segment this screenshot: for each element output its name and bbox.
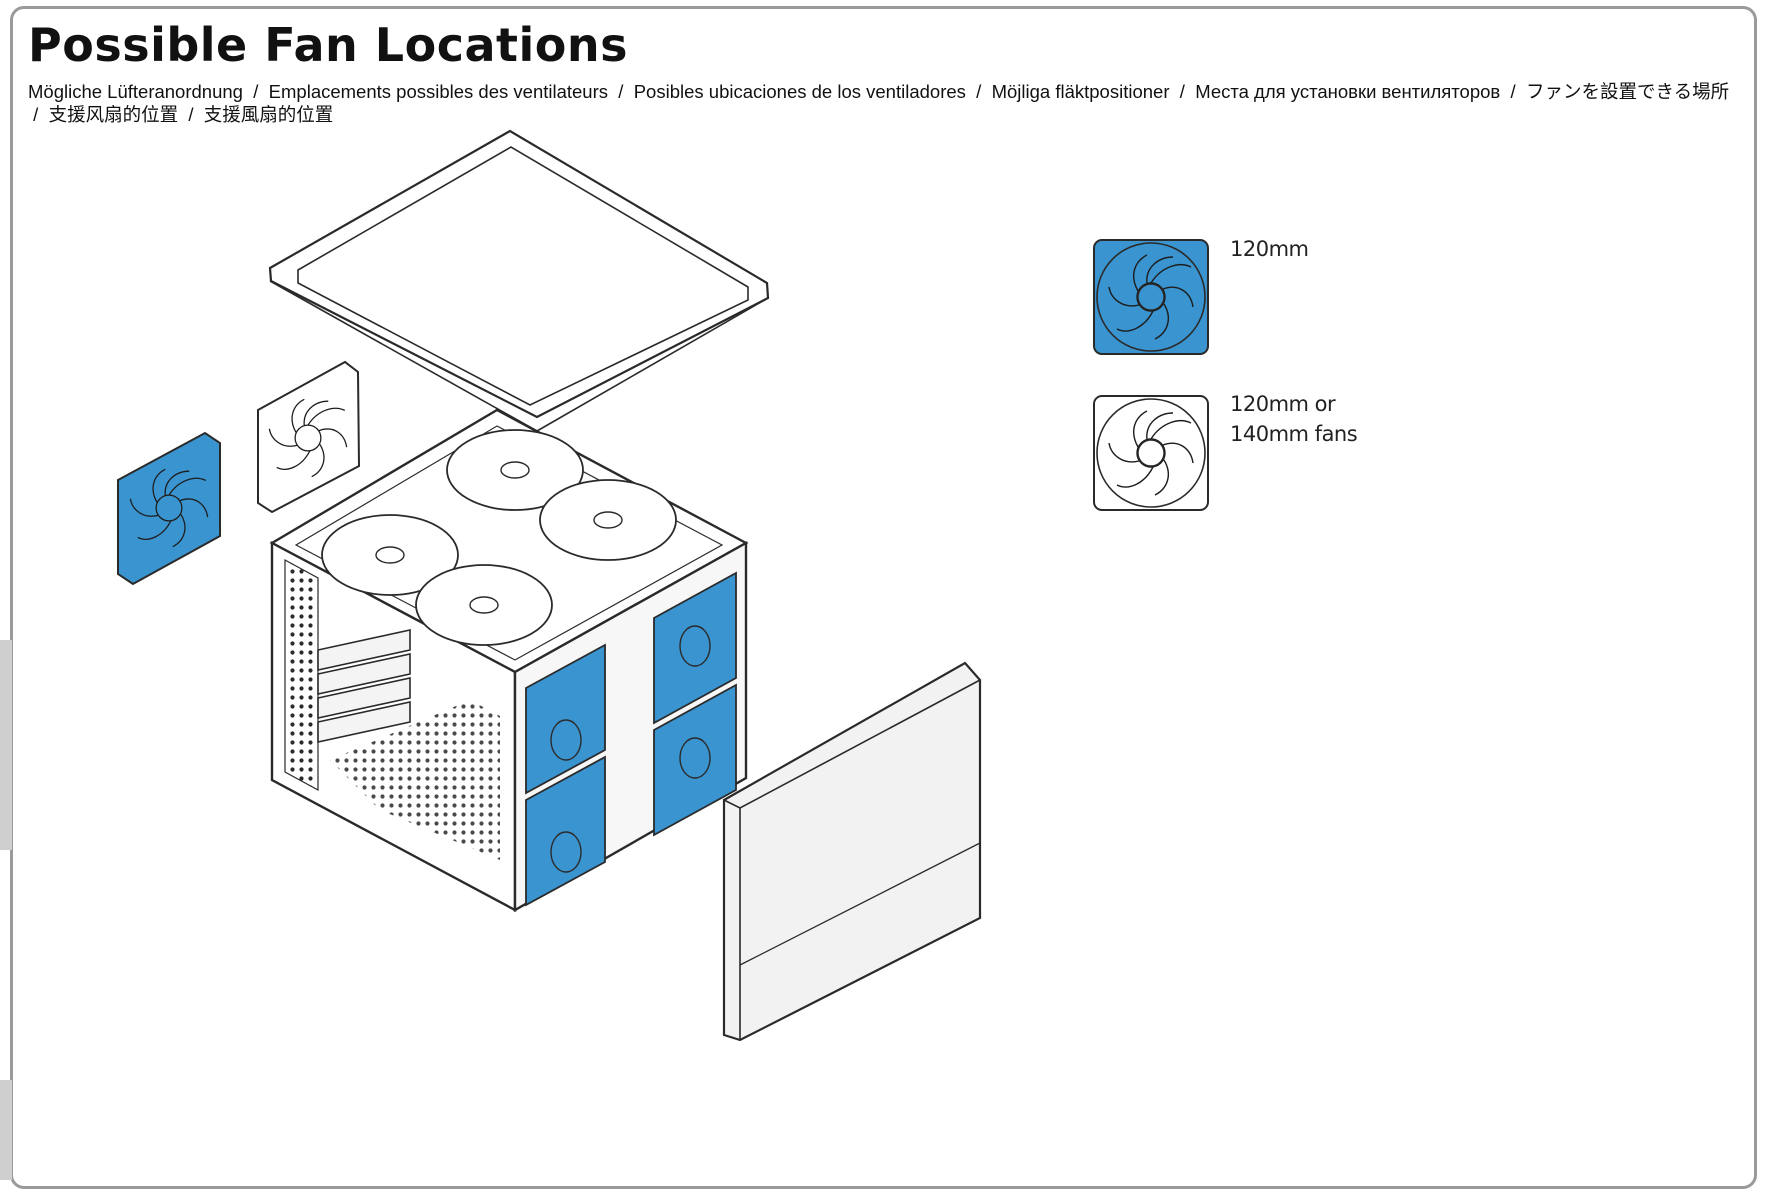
separator: /	[253, 81, 259, 102]
chassis	[269, 408, 749, 913]
front-panel	[722, 661, 982, 1042]
separator: /	[1510, 81, 1516, 102]
separator: /	[188, 104, 194, 125]
separator: /	[976, 81, 982, 102]
fan-120-140mm-icon	[1093, 395, 1209, 511]
exploded-fan-white	[257, 360, 361, 514]
subtitle-zh-cn: 支援风扇的位置	[48, 104, 179, 125]
legend-120-140-line1: 120mm or	[1230, 392, 1336, 416]
exploded-fan-blue	[117, 431, 221, 586]
separator: /	[618, 81, 624, 102]
separator: /	[1179, 81, 1185, 102]
front-blue-fans	[525, 571, 737, 907]
subtitle-fr: Emplacements possibles des ventilateurs	[268, 81, 609, 102]
legend-120-140-line2: 140mm fans	[1230, 422, 1358, 446]
subtitle-ja: ファンを設置できる場所	[1525, 81, 1730, 102]
page-title: Possible Fan Locations	[28, 18, 628, 72]
legend-120mm-label: 120mm	[1230, 237, 1309, 261]
side-tab	[0, 1080, 12, 1180]
subtitle-translations: Mögliche Lüfteranordnung / Emplacements …	[28, 80, 1738, 126]
subtitle-ru: Места для установки вентиляторов	[1195, 81, 1501, 102]
subtitle-sv: Möjliga fläktpositioner	[991, 81, 1170, 102]
top-fans	[321, 429, 677, 646]
fan-120mm-icon	[1093, 239, 1209, 355]
subtitle-es: Posibles ubicaciones de los ventiladores	[633, 81, 966, 102]
separator: /	[33, 104, 39, 125]
subtitle-zh-tw: 支援風扇的位置	[203, 104, 334, 125]
side-tab	[0, 640, 12, 850]
subtitle-de: Mögliche Lüfteranordnung	[28, 81, 243, 102]
top-panel	[268, 129, 770, 432]
